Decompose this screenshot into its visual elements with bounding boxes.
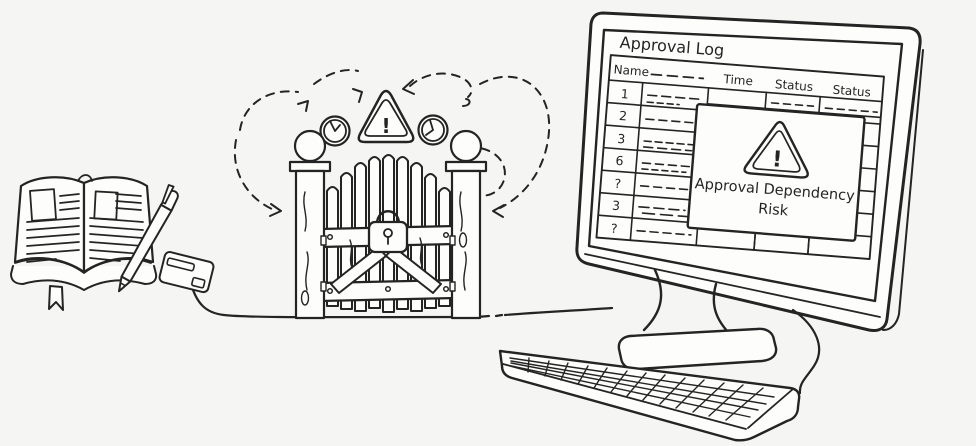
- exclamation-glyph: !: [381, 114, 390, 138]
- gate-post-left: [294, 169, 326, 320]
- keyboard: [498, 349, 801, 442]
- ground-cable-line: [189, 282, 614, 319]
- warning-triangle-icon: !: [743, 120, 809, 179]
- clock-hands: [329, 120, 341, 132]
- exclamation-glyph: !: [771, 147, 783, 173]
- open-notebook: [10, 174, 158, 311]
- arrowhead-left: [269, 203, 282, 217]
- clock-hands: [425, 119, 434, 136]
- notebook-spine-curl: [77, 174, 93, 182]
- keyboard-keys: [509, 357, 775, 421]
- gate-post-finial-right: [449, 129, 483, 163]
- notebook-cover: [10, 265, 158, 291]
- padlock-shackle: [375, 210, 401, 226]
- arrowhead-corner-left: [297, 100, 309, 112]
- gate-post-cap-right: [444, 160, 488, 173]
- card-stripe: [166, 257, 196, 272]
- table-row-numbers: 1 2 3 6 ? 3 ?: [610, 86, 629, 236]
- approval-table: Name Time Status Status 1 2 3 6 ? 3: [595, 54, 885, 260]
- gate-post-cap-left: [288, 160, 332, 173]
- warning-triangle-icon: !: [357, 89, 415, 144]
- dependency-arrows: [233, 69, 551, 218]
- table-row-number: 6: [615, 153, 624, 169]
- table-row-number: 1: [620, 86, 629, 102]
- keyboard-top-face-edges: [502, 363, 794, 430]
- table-outline: [595, 54, 885, 260]
- arrowhead-top-right: [402, 79, 415, 95]
- stand-base: [617, 327, 778, 371]
- credit-card: [158, 251, 215, 294]
- wooden-gate: [288, 129, 488, 320]
- pen-clip: [161, 184, 175, 205]
- clock-icon-left: [319, 115, 351, 147]
- table-row-dashes: [636, 94, 703, 236]
- card-cable: [189, 282, 472, 319]
- table-header-name: Name: [613, 62, 649, 79]
- desktop-monitor: Approval Log Name: [575, 11, 924, 395]
- monitor-chin-line: [584, 253, 881, 318]
- table-row-number: 3: [617, 131, 626, 147]
- arrowheads: [269, 79, 505, 218]
- table-row-number: 3: [611, 198, 620, 214]
- padlock-icon: [367, 210, 409, 254]
- table-header-status-2: Status: [832, 83, 871, 100]
- bottom-cells: [753, 232, 810, 255]
- card-chip: [191, 276, 206, 289]
- notebook-right-page: [82, 176, 155, 274]
- clock-icon-right: [417, 114, 449, 146]
- table-row-number: 2: [619, 108, 628, 124]
- arrowhead-right: [492, 204, 505, 218]
- monitor-stand: [617, 268, 778, 371]
- table-header-status-1: Status: [774, 77, 813, 94]
- warning-panel: ! Approval Dependency Risk: [686, 103, 866, 242]
- monitor-cable: [791, 308, 821, 395]
- pen-tip: [117, 275, 132, 293]
- stand-neck-left: [642, 268, 663, 332]
- pen: [117, 184, 179, 293]
- table-row-number: ?: [614, 176, 622, 191]
- ground-line-right: [503, 306, 614, 317]
- warning-text-line2: Risk: [758, 201, 790, 219]
- screen-content: Approval Log Name: [595, 33, 885, 260]
- arrowhead-corner-top: [352, 88, 363, 103]
- gate-post-finial-left: [293, 129, 327, 163]
- status-cell-dashes: [770, 102, 878, 113]
- gate-hinges: [320, 235, 456, 292]
- bookmark-ribbon: [48, 285, 64, 311]
- monitor-side-edge: [882, 49, 924, 331]
- notebook-left-page: [13, 176, 86, 274]
- wood-grain: [300, 191, 468, 306]
- header-name-dashes: [650, 73, 705, 80]
- arrow-hook-right: [462, 98, 471, 107]
- table-row-number: ?: [610, 221, 618, 236]
- table-header-time: Time: [722, 72, 753, 88]
